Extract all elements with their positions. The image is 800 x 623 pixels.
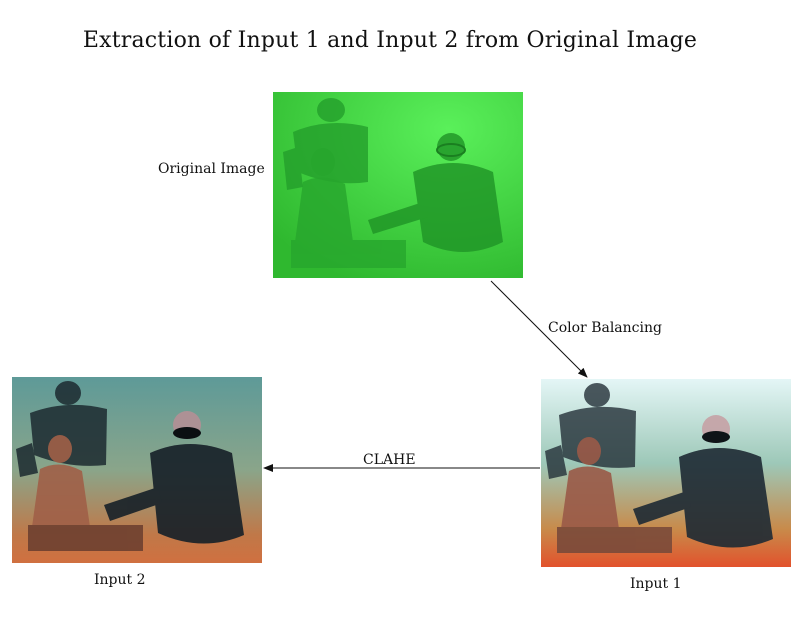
- color-balancing-label: Color Balancing: [548, 320, 662, 336]
- clahe-label: CLAHE: [363, 452, 416, 468]
- input-2-label: Input 2: [94, 572, 146, 588]
- input-1-label: Input 1: [630, 576, 682, 592]
- diagram-title: Extraction of Input 1 and Input 2 from O…: [82, 28, 698, 53]
- original-image-label: Original Image: [158, 161, 265, 177]
- original-image: [273, 92, 523, 278]
- input-2-image: [12, 377, 262, 563]
- input-1-image: [541, 379, 791, 567]
